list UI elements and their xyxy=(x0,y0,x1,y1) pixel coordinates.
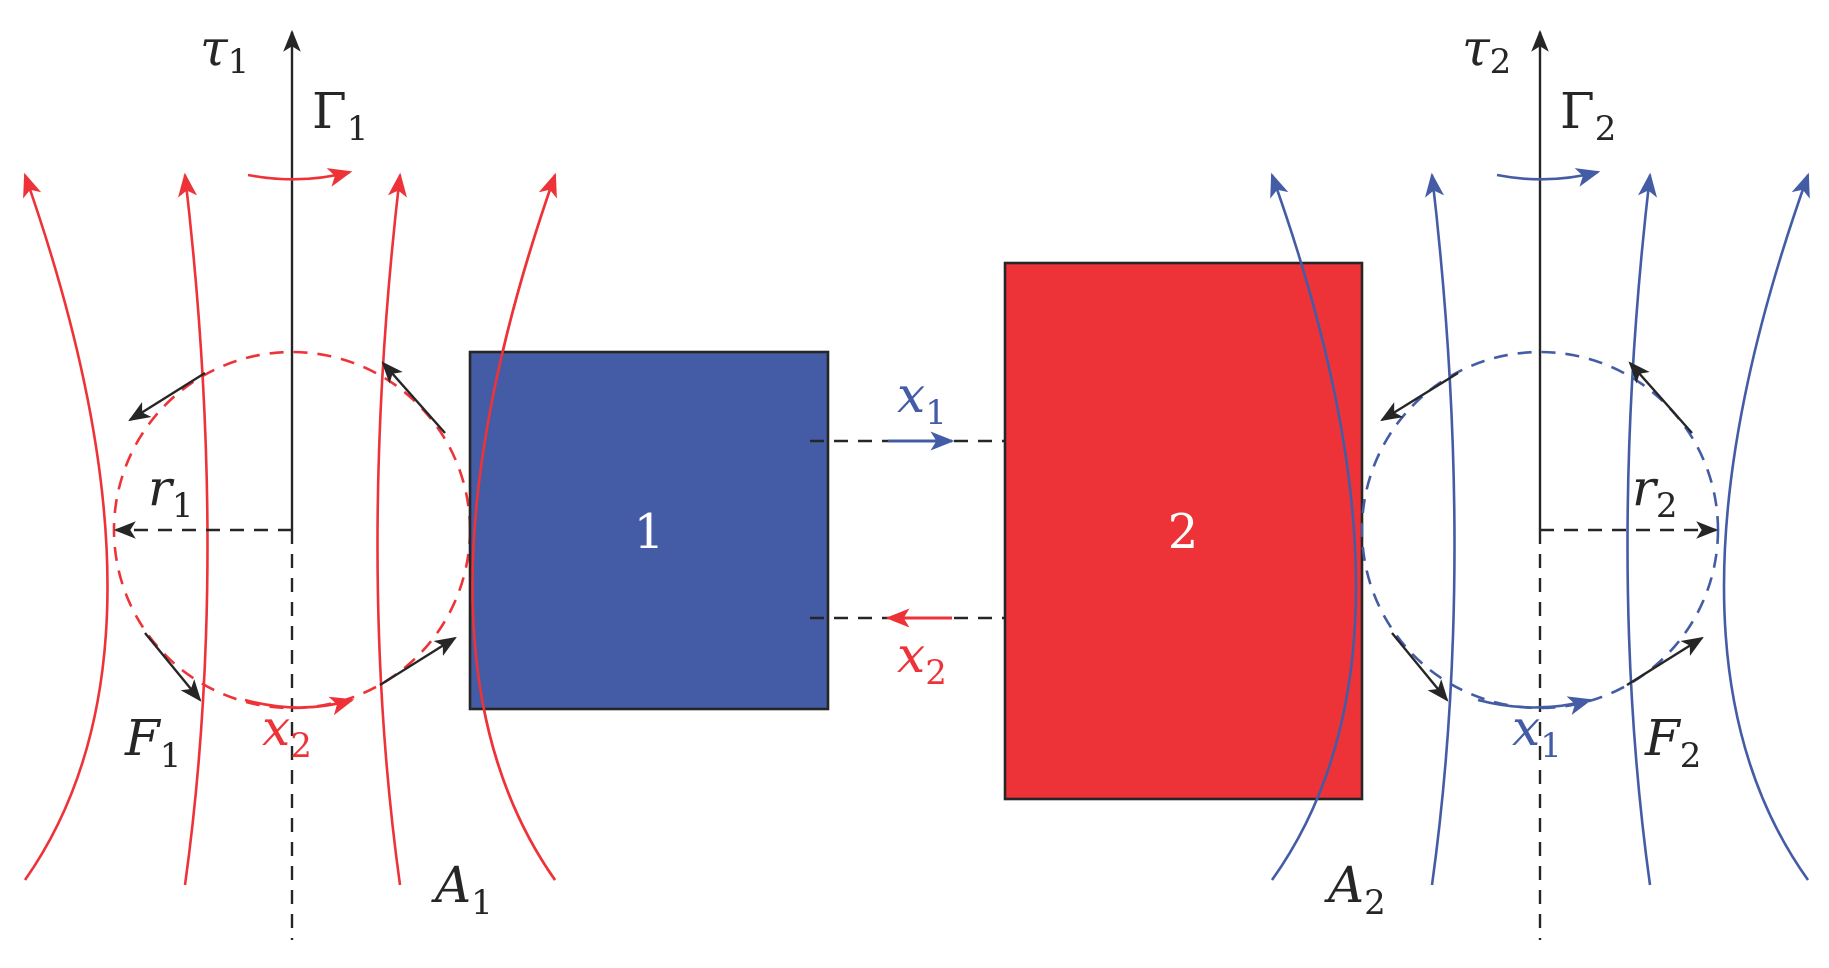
left-axis-label: τ1 xyxy=(200,19,249,82)
left-flow-arrow xyxy=(244,696,355,716)
box-1-rect xyxy=(468,350,830,711)
right-force-arrow-ll xyxy=(1391,632,1449,702)
right-field-line-1 xyxy=(1270,172,1358,881)
left-force-arrow-ul xyxy=(128,371,206,422)
right-rotation-arrow xyxy=(1496,168,1601,187)
left-field-line-2 xyxy=(177,172,209,886)
left-rotation-arrow xyxy=(247,168,353,187)
right-field-line-4 xyxy=(1722,172,1810,881)
transfer: x1 x2 xyxy=(810,366,1015,693)
left-field-line-3 xyxy=(376,172,408,886)
transfer-top-label: x1 xyxy=(897,366,947,433)
right-flow-label: x1 xyxy=(1512,699,1562,766)
box-2-label: 2 xyxy=(1168,504,1199,560)
left-rotation-label: Γ1 xyxy=(312,82,368,149)
left-force-arrow-ur xyxy=(381,361,446,434)
right-field-line-2 xyxy=(1424,172,1456,886)
right-rotation-label: Γ2 xyxy=(1560,82,1616,149)
left-field-line-4-overlay xyxy=(471,174,557,881)
left-radius-label: r1 xyxy=(148,459,194,526)
right-force-arrow-ul xyxy=(1380,371,1459,422)
right-system: τ2 Γ2 r2 F2 x1 A2 xyxy=(1270,19,1810,940)
right-radius-label: r2 xyxy=(1632,459,1678,526)
left-flow-label: x2 xyxy=(262,699,312,766)
box-1: 1 xyxy=(468,350,830,711)
left-force-label: F1 xyxy=(124,709,181,776)
left-force-arrow-lr xyxy=(379,636,457,687)
transfer-bottom-label: x2 xyxy=(897,626,947,693)
left-force-arrows xyxy=(128,361,457,702)
right-force-arrows xyxy=(1380,361,1704,702)
right-force-label: F2 xyxy=(1644,709,1701,776)
left-area-label: A1 xyxy=(431,856,493,923)
box-1-label: 1 xyxy=(634,504,665,560)
right-flow-arrow xyxy=(1477,696,1593,715)
right-field-line-3 xyxy=(1626,172,1658,886)
left-force-arrow-ll xyxy=(144,632,202,702)
box-2-rect xyxy=(1003,261,1364,801)
right-force-arrow-lr xyxy=(1626,636,1704,687)
right-area-label: A2 xyxy=(1324,856,1386,923)
box-2: 2 xyxy=(1003,261,1364,801)
left-field-line-1 xyxy=(23,172,109,881)
right-axis-label: τ2 xyxy=(1462,19,1511,82)
right-field-lines xyxy=(1270,172,1810,886)
right-force-arrow-ur xyxy=(1628,361,1693,434)
